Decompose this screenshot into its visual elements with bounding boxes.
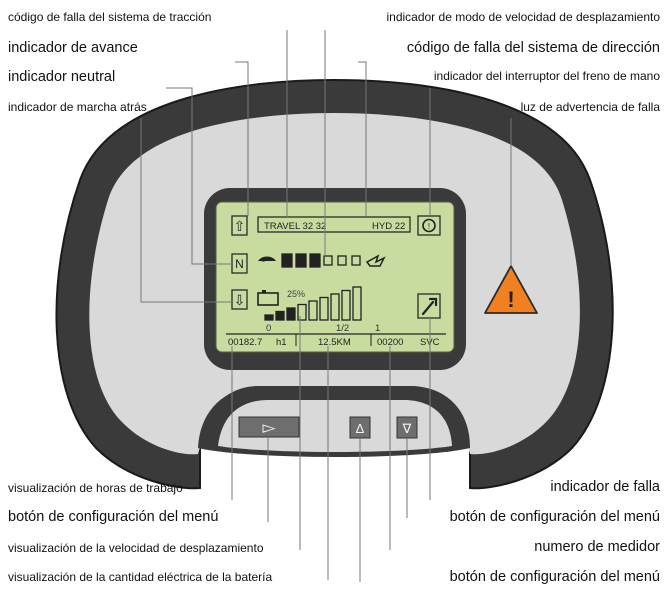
neutral-letter: N (235, 257, 244, 271)
meter-value: 00200 (377, 337, 403, 348)
reverse-box (231, 289, 248, 310)
speed-segment (295, 253, 307, 268)
label-fault-warning-light: luz de advertencia de falla (520, 100, 660, 114)
lcd-top-bar (257, 216, 411, 233)
label-traction-fault-code: código de falla del sistema de tracción (8, 10, 212, 24)
turtle-icon-shape (258, 256, 276, 261)
label-menu-config-button-1: botón de configuración del menú (8, 509, 219, 525)
warning-triangle-icon (484, 265, 538, 314)
reverse-arrow-icon: ⇩ (234, 292, 246, 308)
hand-brake-box (417, 215, 441, 236)
rabbit-icon (365, 254, 386, 267)
leader-reverse (140, 118, 232, 303)
label-hand-brake-switch: indicador del interruptor del freno de m… (433, 69, 660, 83)
label-neutral-indicator: indicador neutral (8, 69, 116, 85)
lcd-travel-text: TRAVEL 32 32 (264, 221, 326, 232)
leader-neutral (166, 87, 232, 265)
scale-zero: 0 (266, 323, 271, 334)
wrench-icon (421, 297, 438, 316)
battery-bar (319, 296, 329, 321)
speed-segment (309, 253, 321, 268)
battery-level-bars (264, 286, 362, 321)
battery-icon (257, 292, 279, 306)
forward-box (231, 215, 248, 236)
lcd-hyd-text: HYD 22 (372, 221, 405, 232)
speed-segment (351, 255, 361, 266)
scale-one: 1 (375, 323, 380, 334)
speed-mode-segments (281, 253, 361, 268)
speed-value: 12.5KM (318, 337, 351, 348)
battery-bar (308, 300, 318, 321)
hand-brake-mark: ! (428, 222, 430, 231)
battery-bar (264, 314, 274, 321)
speed-segment (323, 255, 333, 266)
label-steering-fault-code: código de falla del sistema de dirección (406, 40, 660, 56)
label-reverse-indicator: indicador de marcha atrás (8, 100, 147, 114)
menu-up-icon: Δ (356, 421, 365, 436)
hand-brake-icon (422, 218, 436, 233)
battery-bar (286, 307, 296, 321)
label-menu-config-button-2: botón de configuración del menú (449, 509, 660, 525)
scale-half: 1/2 (336, 323, 349, 334)
leader-forward (235, 61, 249, 216)
battery-icon-terminal (262, 290, 266, 293)
leader-lines (140, 30, 512, 582)
label-forward-indicator: indicador de avance (8, 40, 138, 56)
speed-segment (337, 255, 347, 266)
leader-steering-fault (358, 61, 367, 217)
label-battery-charge-display: visualización de la cantidad eléctrica d… (8, 570, 273, 584)
menu-button-left[interactable] (238, 416, 300, 438)
battery-bar (352, 286, 362, 321)
battery-bar (297, 303, 307, 321)
menu-left-icon: ▻ (262, 418, 276, 437)
label-meter-number: numero de medidor (534, 539, 660, 555)
fault-box (417, 293, 441, 319)
button-pod-face (218, 400, 452, 452)
battery-bar (341, 289, 351, 321)
label-travel-speed-mode: indicador de modo de velocidad de despla… (386, 10, 660, 24)
speed-segment (281, 253, 293, 268)
label-travel-speed-display: visualización de la velocidad de desplaz… (8, 541, 264, 555)
menu-down-icon: ∇ (402, 421, 412, 436)
label-menu-config-button-3: botón de configuración del menú (449, 569, 660, 585)
label-work-hours-display: visualización de horas de trabajo (8, 481, 183, 495)
battery-percent-text: 25% (287, 289, 305, 299)
label-fault-indicator: indicador de falla (550, 479, 660, 495)
hours-unit: h1 (276, 337, 287, 348)
battery-bar (275, 310, 285, 321)
hours-value: 00182.7 (228, 337, 262, 348)
battery-bar (330, 293, 340, 321)
forward-arrow-icon: ⇧ (234, 218, 246, 234)
warning-exclamation: ! (507, 287, 514, 312)
